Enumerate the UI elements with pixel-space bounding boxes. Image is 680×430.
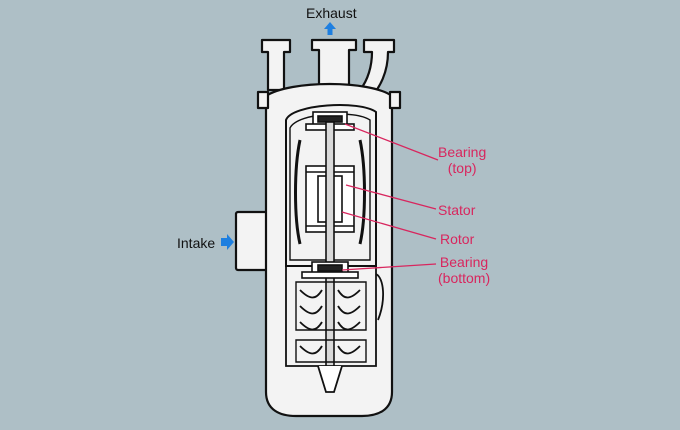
callout-line-bearing-top <box>344 123 439 161</box>
bearing-top-label-line2: (top) <box>447 160 477 176</box>
exhaust-arrow-icon <box>324 22 336 35</box>
bearing-bottom-label-line2: (bottom) <box>438 270 491 286</box>
stator-label: Stator <box>438 202 476 218</box>
callout-lines <box>341 123 439 271</box>
rotor-label: Rotor <box>440 231 475 247</box>
callout-line-rotor <box>341 211 437 240</box>
exhaust-label: Exhaust <box>306 5 357 21</box>
intake-arrow-icon <box>221 234 234 250</box>
callout-line-bearing-bottom <box>341 263 437 271</box>
bearing-bottom-label-line1: Bearing <box>439 254 489 270</box>
intake-label: Intake <box>177 235 216 251</box>
callout-line-stator <box>345 184 437 210</box>
bearing-bottom-label: Bearing (bottom) <box>438 254 490 286</box>
bearing-bottom <box>301 261 359 279</box>
bearing-top-label-line1: Bearing <box>438 144 487 160</box>
bearing-top-label: Bearing (top) <box>438 144 486 176</box>
pump-impeller-section <box>285 266 384 393</box>
